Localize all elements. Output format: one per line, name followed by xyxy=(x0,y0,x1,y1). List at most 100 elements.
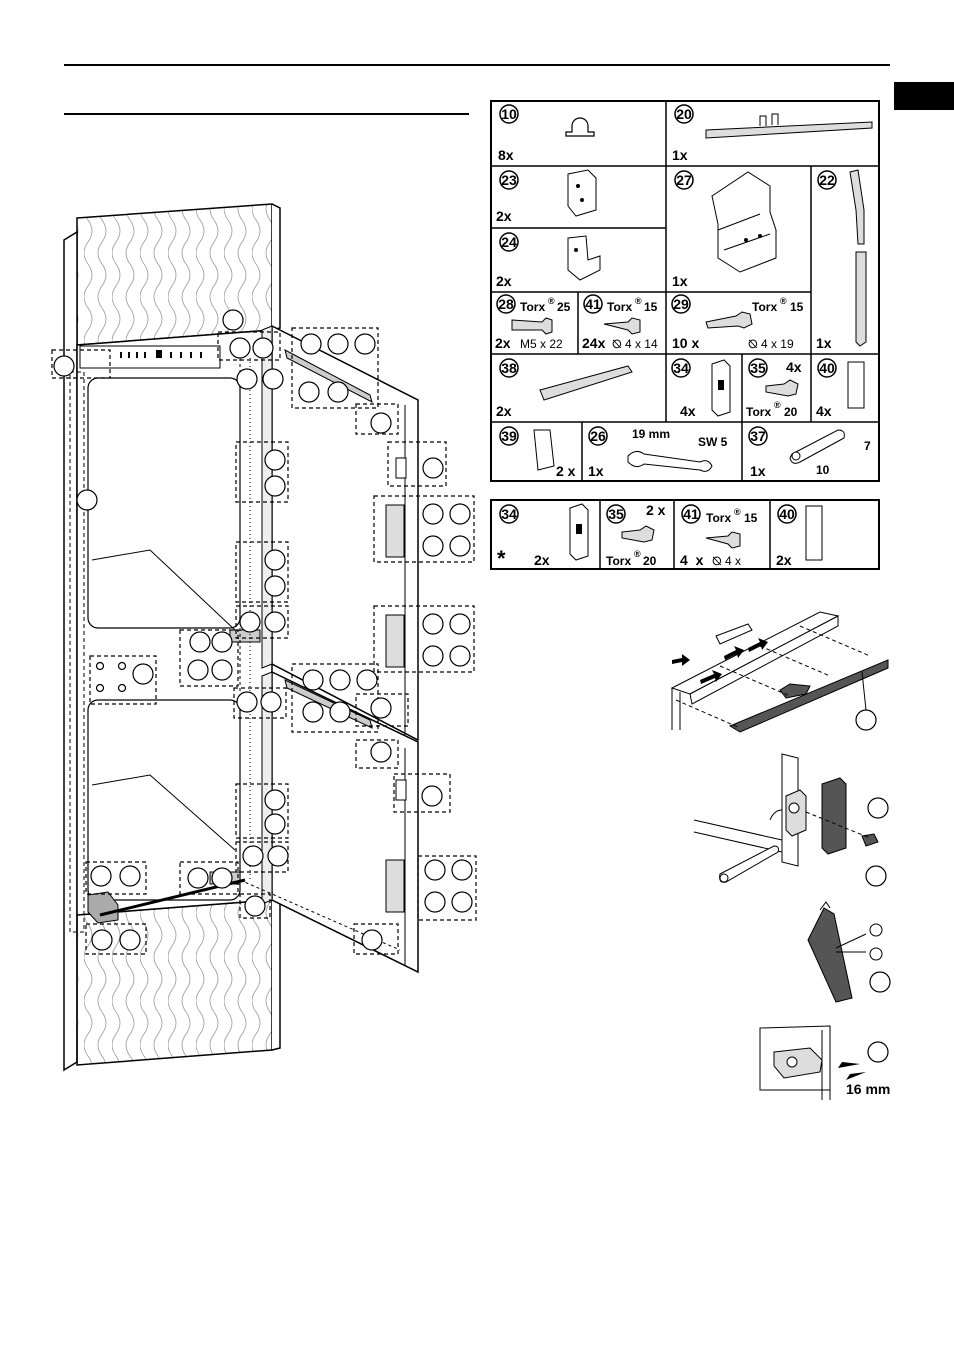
callout-circle xyxy=(452,892,472,912)
screw-hole xyxy=(119,685,126,692)
svg-text:2x: 2x xyxy=(776,552,792,568)
callout-circle xyxy=(355,334,375,354)
svg-text:39: 39 xyxy=(501,428,517,444)
page-tab xyxy=(894,82,954,110)
callout-circle xyxy=(299,382,319,402)
svg-text:41: 41 xyxy=(683,506,699,522)
callout-circle xyxy=(328,382,348,402)
svg-text:1x: 1x xyxy=(672,147,688,163)
callout-circle xyxy=(328,334,348,354)
svg-text:4x: 4x xyxy=(786,359,802,375)
svg-text:19 mm: 19 mm xyxy=(632,427,670,441)
optional-parts-table: 34 * 2x 35 2 x Torx ® 20 41 Torx ® 15 4 … xyxy=(490,498,882,572)
callout-circle xyxy=(263,369,283,389)
svg-text:®: ® xyxy=(548,296,555,306)
callout-circle xyxy=(261,692,281,712)
callout-circle xyxy=(450,614,470,634)
svg-text:28: 28 xyxy=(498,296,514,312)
hinge-adjustment-figure: 16 mm xyxy=(752,1022,894,1104)
callout-circle xyxy=(422,786,442,806)
callout-circle xyxy=(245,896,265,916)
callout-circle xyxy=(423,458,443,478)
callout-circle xyxy=(120,930,140,950)
svg-text:1x: 1x xyxy=(672,273,688,289)
svg-text:10: 10 xyxy=(816,463,830,477)
svg-text:26: 26 xyxy=(590,428,606,444)
callout-circle xyxy=(265,814,285,834)
svg-text:⦰ 4 x 19: ⦰ 4 x 19 xyxy=(748,337,794,351)
svg-text:7: 7 xyxy=(864,439,871,453)
svg-text:4x: 4x xyxy=(816,403,832,419)
svg-text:37: 37 xyxy=(750,428,766,444)
callout-circle xyxy=(330,702,350,722)
svg-text:15: 15 xyxy=(644,300,658,314)
callout-circle xyxy=(212,660,232,680)
callout-circle xyxy=(362,930,382,950)
svg-text:35: 35 xyxy=(750,360,766,376)
svg-text:35: 35 xyxy=(608,506,624,522)
svg-text:Torx: Torx xyxy=(706,511,731,525)
callout-circle xyxy=(268,846,288,866)
svg-text:34: 34 xyxy=(501,506,517,522)
callout-circle xyxy=(265,576,285,596)
svg-text:®: ® xyxy=(635,296,642,306)
callout-circle xyxy=(371,742,391,762)
svg-text:Torx: Torx xyxy=(520,300,545,314)
callout-circle xyxy=(230,338,250,358)
header-rule xyxy=(64,64,890,66)
svg-text:29: 29 xyxy=(673,296,689,312)
svg-text:2x: 2x xyxy=(496,273,512,289)
callout-circle xyxy=(452,860,472,880)
svg-text:24: 24 xyxy=(501,234,517,250)
svg-text:2x: 2x xyxy=(534,552,550,568)
svg-text:⦰ 4 x 14: ⦰ 4 x 14 xyxy=(612,337,658,351)
hinge-bracket-figure xyxy=(690,748,890,898)
svg-text:®: ® xyxy=(734,507,741,517)
svg-text:1x: 1x xyxy=(588,463,604,479)
svg-text:2x: 2x xyxy=(496,208,512,224)
svg-text:2 x: 2 x xyxy=(646,502,666,518)
callout-circle xyxy=(450,646,470,666)
svg-text:20: 20 xyxy=(784,405,798,419)
callout-circle xyxy=(190,632,210,652)
svg-text:25: 25 xyxy=(557,300,571,314)
callout-circle xyxy=(237,369,257,389)
callout-circle xyxy=(265,790,285,810)
svg-text:®: ® xyxy=(774,400,781,410)
rail-detail-figure xyxy=(650,600,890,740)
callout-circle xyxy=(303,670,323,690)
fridge-installation-diagram xyxy=(40,190,500,1080)
svg-text:15: 15 xyxy=(790,300,804,314)
svg-text:⦰ 4 x: ⦰ 4 x xyxy=(712,554,741,568)
callout-circle xyxy=(265,450,285,470)
parts-table: 10 8x 20 1x 23 2x 27 1x 22 1x 24 2x xyxy=(490,100,882,484)
svg-text:SW 5: SW 5 xyxy=(698,435,728,449)
callout-circle xyxy=(223,310,243,330)
callout-circle xyxy=(450,504,470,524)
screw-hole xyxy=(97,685,104,692)
part-10-qty: 8x xyxy=(498,147,514,163)
screw-hole xyxy=(97,663,104,670)
svg-text:15: 15 xyxy=(744,511,758,525)
callout-circle xyxy=(330,670,350,690)
svg-text:1x: 1x xyxy=(750,463,766,479)
svg-text:2x: 2x xyxy=(495,335,511,351)
svg-text:24x: 24x xyxy=(582,335,606,351)
callout-circle xyxy=(240,612,260,632)
svg-text:34: 34 xyxy=(673,360,689,376)
callout-circle xyxy=(253,338,273,358)
callout-circle xyxy=(425,892,445,912)
svg-text:2x: 2x xyxy=(496,403,512,419)
callout-circle xyxy=(188,660,208,680)
callout-circle xyxy=(92,930,112,950)
trim-strip-figure xyxy=(790,898,894,1008)
callout-circle xyxy=(237,692,257,712)
callout-circle xyxy=(450,536,470,556)
svg-text:38: 38 xyxy=(501,360,517,376)
hinge-dimension-label: 16 mm xyxy=(846,1081,890,1097)
svg-text:20: 20 xyxy=(643,554,657,568)
callout-circle xyxy=(371,413,391,433)
svg-text:1x: 1x xyxy=(816,335,832,351)
callout-circle xyxy=(265,476,285,496)
svg-text:®: ® xyxy=(634,549,641,559)
